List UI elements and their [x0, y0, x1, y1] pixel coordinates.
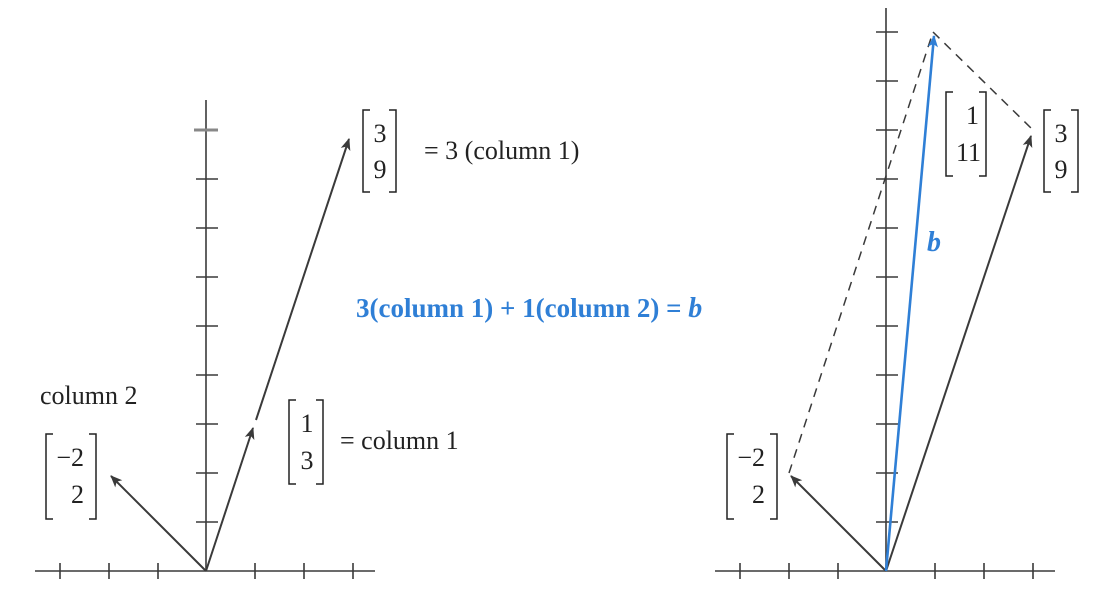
matrix-entry: 2	[752, 480, 765, 509]
right-scaled-matrix: 3 9	[1043, 109, 1079, 193]
bracket-right	[770, 433, 778, 520]
b-vector-label: b	[927, 227, 941, 258]
equation-rhs: b	[688, 293, 702, 324]
left-column1-matrix: 1 3	[288, 399, 324, 485]
right-scaled-vector	[885, 135, 1033, 572]
right-b-matrix: 1 11	[945, 91, 987, 177]
bracket-right	[316, 399, 324, 485]
bracket-left	[1043, 109, 1051, 193]
matrix-entry: 1	[301, 409, 314, 438]
matrix-entry: 9	[1055, 155, 1068, 184]
right-panel: b 1 11 3 9 −2 2	[715, 8, 1079, 579]
bracket-right	[979, 91, 987, 177]
bracket-left	[288, 399, 296, 485]
dashed-side-left	[788, 31, 934, 474]
bracket-right	[389, 109, 397, 193]
left-column1-vector	[205, 427, 255, 572]
right-column2-vector	[790, 475, 887, 572]
matrix-entry: −2	[737, 443, 765, 472]
matrix-entry: 3	[1055, 119, 1068, 148]
bracket-right	[89, 433, 97, 520]
matrix-entry: 3	[301, 446, 314, 475]
bracket-left	[362, 109, 370, 193]
left-scaled-vector	[255, 138, 351, 421]
left-column2-vector	[110, 475, 207, 572]
bracket-left	[45, 433, 53, 520]
left-panel: 3 9 = 3 (column 1) 1 3 = column 1 column…	[35, 100, 579, 579]
matrix-entry: 11	[956, 138, 981, 167]
matrix-entry: −2	[56, 443, 84, 472]
dashed-side-right	[932, 31, 1034, 131]
left-axes	[35, 100, 375, 579]
bracket-left	[726, 433, 734, 520]
matrix-entry: 2	[71, 480, 84, 509]
left-scaled-matrix: 3 9	[362, 109, 397, 193]
right-b-vector	[884, 35, 938, 572]
left-column2-matrix: −2 2	[45, 433, 97, 520]
left-scaled-label: = 3 (column 1)	[424, 136, 579, 165]
left-column1-label: = column 1	[340, 426, 459, 455]
left-column2-title: column 2	[40, 381, 138, 410]
right-axes	[715, 8, 1055, 579]
equation-lhs: 3(column 1) + 1(column 2) =	[356, 293, 688, 323]
equation: 3(column 1) + 1(column 2) = b	[356, 293, 702, 324]
matrix-entry: 3	[374, 119, 387, 148]
right-column2-matrix: −2 2	[726, 433, 778, 520]
bracket-right	[1071, 109, 1079, 193]
matrix-entry: 1	[966, 101, 979, 130]
bracket-left	[945, 91, 953, 177]
matrix-entry: 9	[374, 155, 387, 184]
